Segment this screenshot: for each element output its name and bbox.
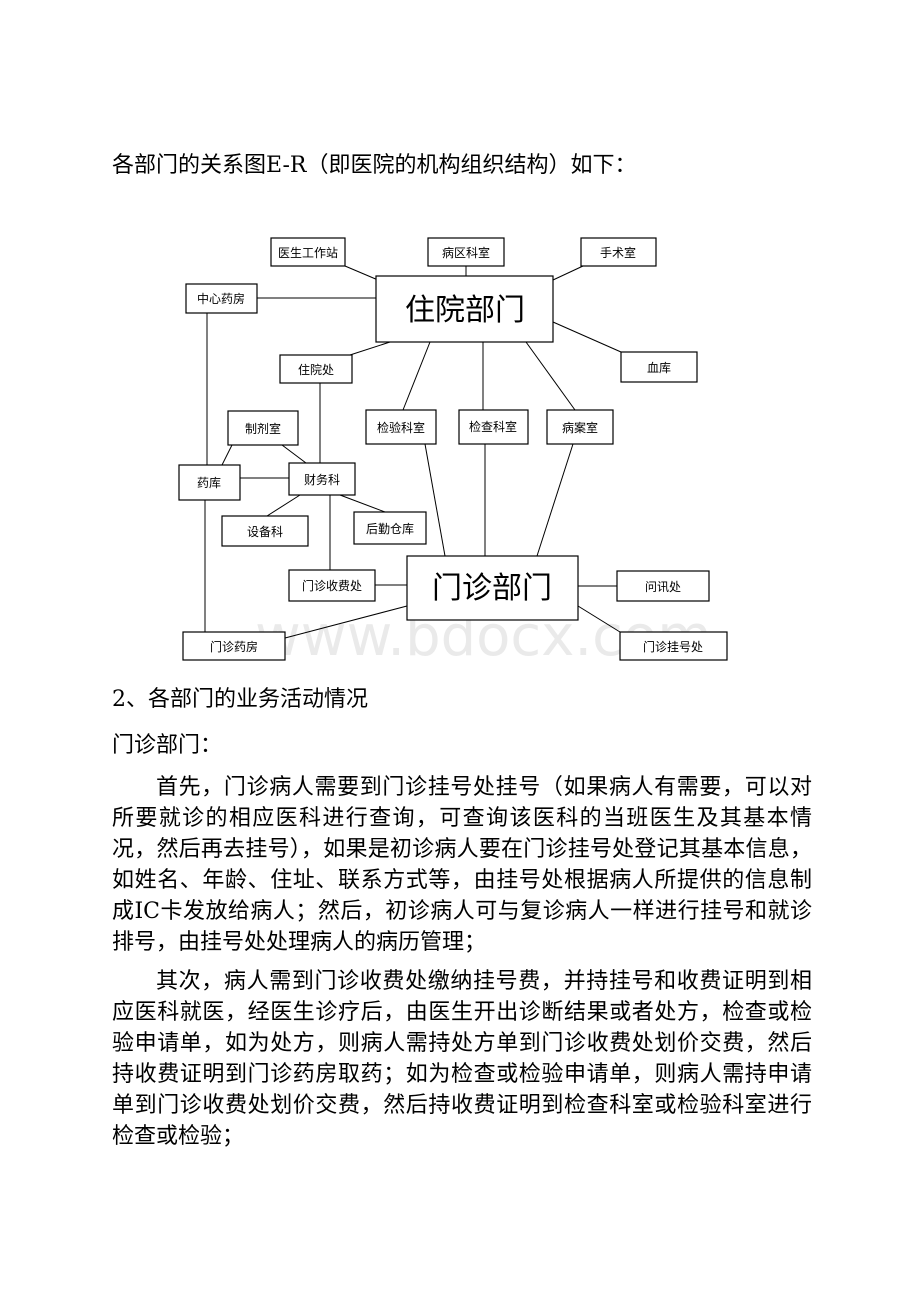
node-yaoku: 药库 [178,464,241,501]
edge-zhiji-yaoku [221,444,233,466]
svg-text:门诊收费处: 门诊收费处 [302,578,362,593]
organization-er-diagram: www.bdocx.com 医生工作站 [178,237,728,669]
edge-zhuyuan-zhuyuanchu [349,341,391,356]
edge-zhuyuan-jianyan [402,341,431,411]
svg-text:检查科室: 检查科室 [469,419,517,434]
svg-text:手术室: 手术室 [600,245,636,260]
section-subheading: 门诊部门： [112,733,223,758]
node-shoufei: 门诊收费处 [288,569,376,602]
node-jianyan: 检验科室 [365,409,437,445]
edge-shoushu-zhuyuan [552,265,584,281]
node-menzhen: 门诊部门 [406,555,579,621]
svg-text:问讯处: 问讯处 [645,580,681,594]
svg-text:财务科: 财务科 [304,472,340,487]
node-yaofang: 门诊药房 [182,631,286,661]
svg-text:门诊挂号处: 门诊挂号处 [643,639,703,654]
node-bingqu: 病区科室 [427,237,505,267]
svg-text:设备科: 设备科 [247,525,283,539]
svg-text:中心药房: 中心药房 [197,291,245,306]
svg-text:检验科室: 检验科室 [377,420,425,435]
svg-text:病案室: 病案室 [562,420,598,435]
node-jiancha: 检查科室 [458,409,529,445]
node-zhongxin: 中心药房 [185,283,258,314]
node-zhuyuanchu: 住院处 [279,354,353,384]
diagram-edges [204,265,622,639]
svg-text:住院处: 住院处 [298,363,334,377]
edge-zhuyuan-bingan [525,341,576,411]
node-houqin: 后勤仓库 [353,511,427,545]
node-caiwu: 财务科 [288,462,356,496]
node-guahao: 门诊挂号处 [619,631,728,661]
paragraph-1: 首先，门诊病人需要到门诊挂号处挂号（如果病人有需要，可以对所要就诊的相应医科进行… [112,775,812,955]
svg-text:病区科室: 病区科室 [442,245,490,260]
svg-text:门诊药房: 门诊药房 [210,639,258,654]
edge-caiwu-houqin [339,494,386,513]
intro-text: 各部门的关系图E-R（即医院的机构组织结构）如下： [112,153,637,178]
svg-text:医生工作站: 医生工作站 [278,246,338,260]
svg-text:制剂室: 制剂室 [245,421,281,436]
node-shoushu: 手术室 [580,237,657,267]
edge-menzhen-yaofang [284,605,408,639]
node-zhiji: 制剂室 [227,410,299,446]
node-bingan: 病案室 [546,409,614,445]
node-xueku: 血库 [620,351,698,383]
svg-text:后勤仓库: 后勤仓库 [366,521,414,536]
section-heading: 2、各部门的业务活动情况 [112,687,368,712]
edge-zhuyuan-xueku [552,321,622,353]
paragraph-2: 其次，病人需到门诊收费处缴纳挂号费，并持挂号和收费证明到相应医科就医，经医生诊疗… [112,969,812,1149]
edge-jianyan-menzhen [424,443,446,557]
node-shebei: 设备科 [221,515,309,547]
edge-bingan-menzhen [536,443,574,557]
node-wenxun: 问讯处 [616,570,710,602]
node-yisheng: 医生工作站 [270,237,346,267]
svg-text:血库: 血库 [647,360,671,375]
edge-menzhen-guahao [577,605,621,633]
edge-yisheng-zhuyuan [344,265,379,281]
edge-caiwu-shebei [266,494,301,517]
svg-text:门诊部门: 门诊部门 [432,571,552,606]
diagram-nodes: 医生工作站 病区科室 手术室 中心药房 住院部门 血库 住院处 制剂室 [178,237,728,661]
svg-text:住院部门: 住院部门 [405,293,525,328]
node-zhuyuan: 住院部门 [375,275,554,343]
svg-text:药库: 药库 [197,475,221,490]
edge-zhiji-caiwu [281,444,307,464]
